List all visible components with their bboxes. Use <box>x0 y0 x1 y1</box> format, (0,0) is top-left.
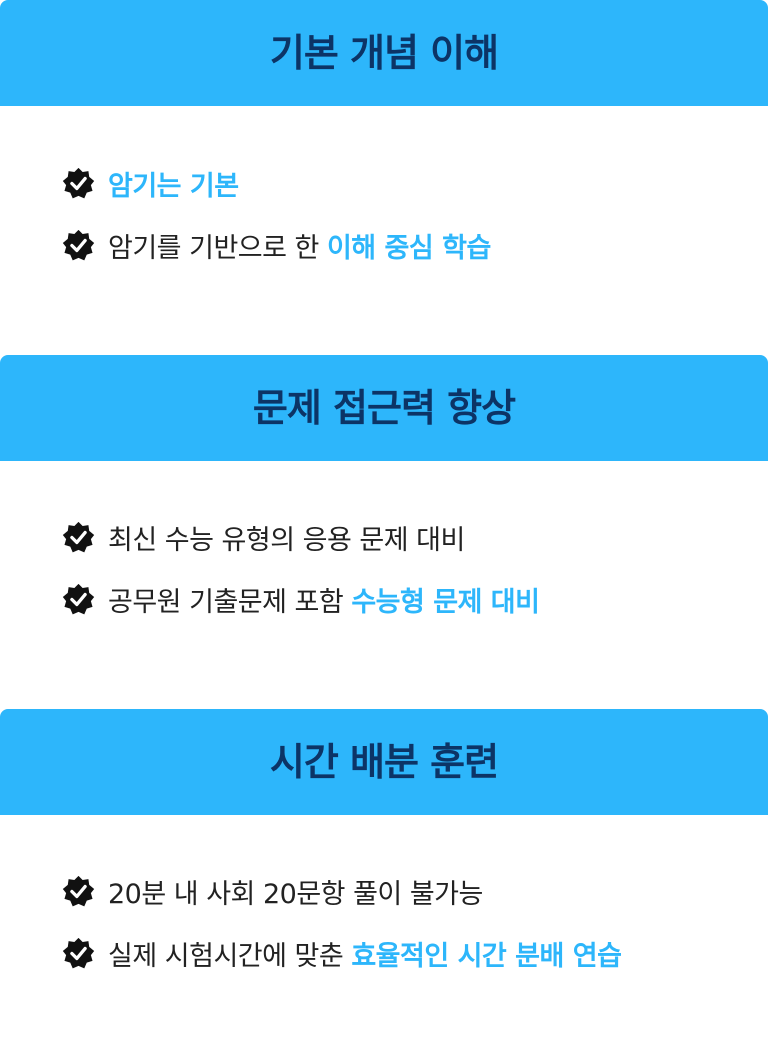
item-highlight-text: 수능형 문제 대비 <box>351 586 540 618</box>
section-concept: 기본 개념 이해 암기는 기본 암기를 기반으로 한 이해 중심 학습 <box>0 0 768 276</box>
section-title: 기본 개념 이해 <box>269 31 499 75</box>
item-text: 실제 시험시간에 맞춘 효율적인 시간 분배 연습 <box>108 934 622 973</box>
section-time-management: 시간 배분 훈련 20분 내 사회 20문항 풀이 불가능 실제 시험시간에 맞… <box>0 709 768 984</box>
check-badge-icon <box>62 229 95 260</box>
list-item: 최신 수능 유형의 응용 문제 대비 <box>62 506 768 568</box>
section-title: 시간 배분 훈련 <box>269 740 499 784</box>
list-item: 암기는 기본 <box>62 152 768 214</box>
list-item: 암기를 기반으로 한 이해 중심 학습 <box>62 214 768 276</box>
section-problem-approach: 문제 접근력 향상 최신 수능 유형의 응용 문제 대비 공무원 기출문제 포함… <box>0 355 768 630</box>
section-banner: 문제 접근력 향상 <box>0 355 768 461</box>
item-text: 공무원 기출문제 포함 수능형 문제 대비 <box>108 580 540 619</box>
section-title: 문제 접근력 향상 <box>252 386 516 430</box>
item-text: 암기는 기본 <box>108 164 239 203</box>
section-banner: 시간 배분 훈련 <box>0 709 768 815</box>
item-plain-text: 최신 수능 유형의 응용 문제 대비 <box>108 524 465 556</box>
item-plain-text: 암기를 기반으로 한 <box>108 232 327 264</box>
list-item: 20분 내 사회 20문항 풀이 불가능 <box>62 860 768 922</box>
item-text: 20분 내 사회 20문항 풀이 불가능 <box>108 872 483 911</box>
item-highlight-text: 이해 중심 학습 <box>326 232 491 264</box>
item-text: 암기를 기반으로 한 이해 중심 학습 <box>108 226 491 265</box>
check-badge-icon <box>62 167 95 198</box>
item-highlight-text: 암기는 기본 <box>108 170 239 202</box>
list-item: 공무원 기출문제 포함 수능형 문제 대비 <box>62 568 768 630</box>
item-list: 암기는 기본 암기를 기반으로 한 이해 중심 학습 <box>0 106 768 276</box>
list-item: 실제 시험시간에 맞춘 효율적인 시간 분배 연습 <box>62 922 768 984</box>
item-plain-text: 실제 시험시간에 맞춘 <box>108 940 352 972</box>
section-banner: 기본 개념 이해 <box>0 0 768 106</box>
item-plain-text: 20분 내 사회 20문항 풀이 불가능 <box>108 878 483 910</box>
item-highlight-text: 효율적인 시간 분배 연습 <box>351 940 622 972</box>
check-badge-icon <box>62 521 95 552</box>
item-text: 최신 수능 유형의 응용 문제 대비 <box>108 518 465 557</box>
check-badge-icon <box>62 937 95 968</box>
check-badge-icon <box>62 875 95 906</box>
check-badge-icon <box>62 583 95 614</box>
item-list: 20분 내 사회 20문항 풀이 불가능 실제 시험시간에 맞춘 효율적인 시간… <box>0 815 768 984</box>
item-list: 최신 수능 유형의 응용 문제 대비 공무원 기출문제 포함 수능형 문제 대비 <box>0 461 768 630</box>
item-plain-text: 공무원 기출문제 포함 <box>108 586 352 618</box>
